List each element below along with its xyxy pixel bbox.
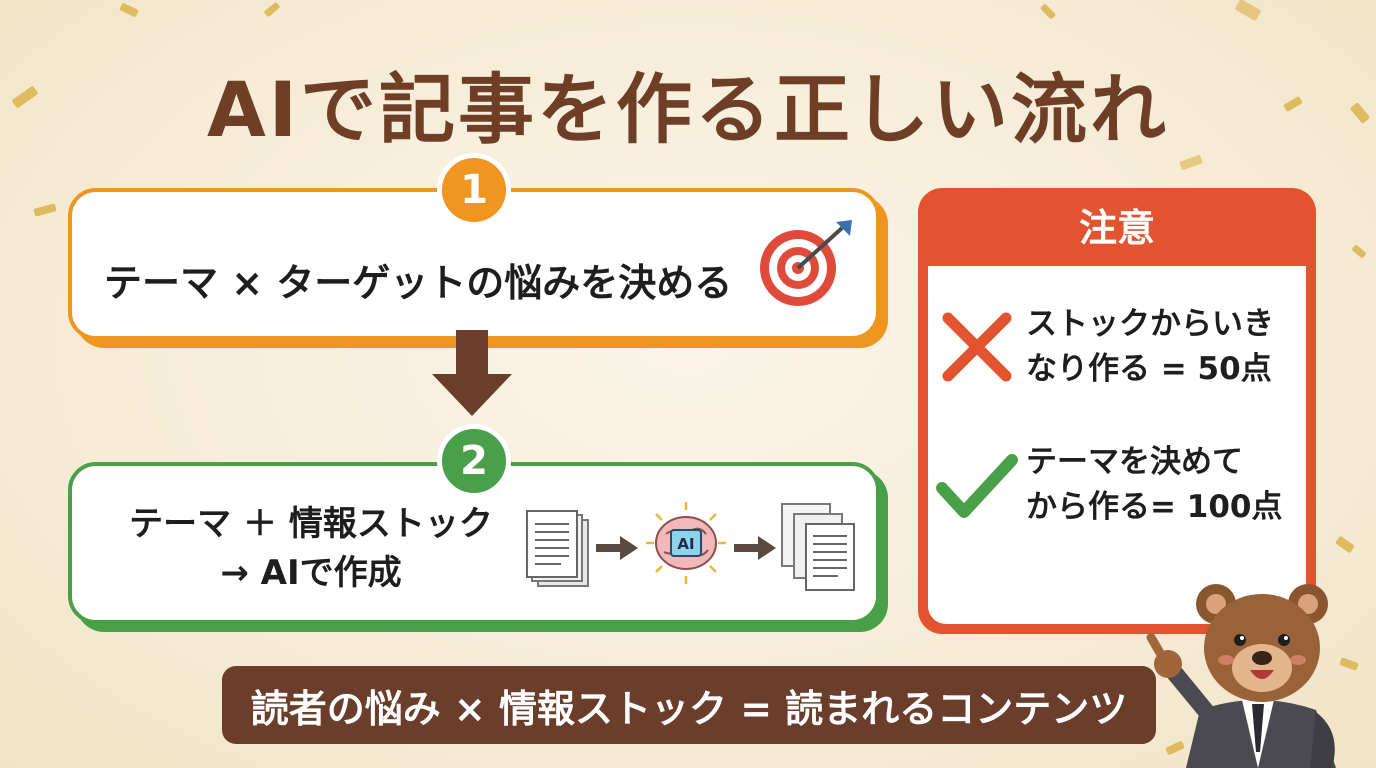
documents-icon xyxy=(526,510,589,587)
arrow-right-icon xyxy=(596,536,638,560)
ai-brain-icon: AI xyxy=(646,502,726,584)
note-bad-line1: ストックからいき xyxy=(1026,306,1274,342)
note-good-text: テーマを決めて から作る= 100点 xyxy=(1026,440,1306,530)
note-good-line2: から作る= 100点 xyxy=(1026,488,1283,525)
step2-text-line2: → AIで作成 xyxy=(220,553,402,594)
note-bad-text: ストックからいき なり作る = 50点 xyxy=(1026,302,1306,392)
output-documents-icon xyxy=(781,503,855,591)
step1-text: テーマ × ターゲットの悩みを決める xyxy=(104,261,733,305)
step2-badge: 2 xyxy=(437,424,511,498)
summary-banner: 読者の悩み × 情報ストック = 読まれるコンテンツ xyxy=(222,666,1156,744)
summary-banner-text: 読者の悩み × 情報ストック = 読まれるコンテンツ xyxy=(250,686,1128,731)
step2-number: 2 xyxy=(460,438,488,484)
cross-icon xyxy=(942,312,1012,382)
step1-number: 1 xyxy=(460,167,488,213)
arrow-down-icon xyxy=(432,330,512,416)
note-good-line1: テーマを決めて xyxy=(1026,444,1243,480)
page-title: AIで記事を作る正しい流れ xyxy=(206,65,1170,154)
step1-badge: 1 xyxy=(437,153,511,227)
check-icon xyxy=(936,454,1018,518)
ai-chip-label: AI xyxy=(677,535,694,553)
bear-mascot xyxy=(1146,584,1336,768)
target-icon xyxy=(760,220,852,306)
arrow-right-icon xyxy=(734,536,776,560)
note-header: 注意 xyxy=(1078,206,1155,250)
step2-text-line1: テーマ ＋ 情報ストック xyxy=(129,504,493,544)
step2-text: テーマ ＋ 情報ストック → AIで作成 xyxy=(96,500,526,599)
note-bad-line2: なり作る = 50点 xyxy=(1026,350,1272,387)
